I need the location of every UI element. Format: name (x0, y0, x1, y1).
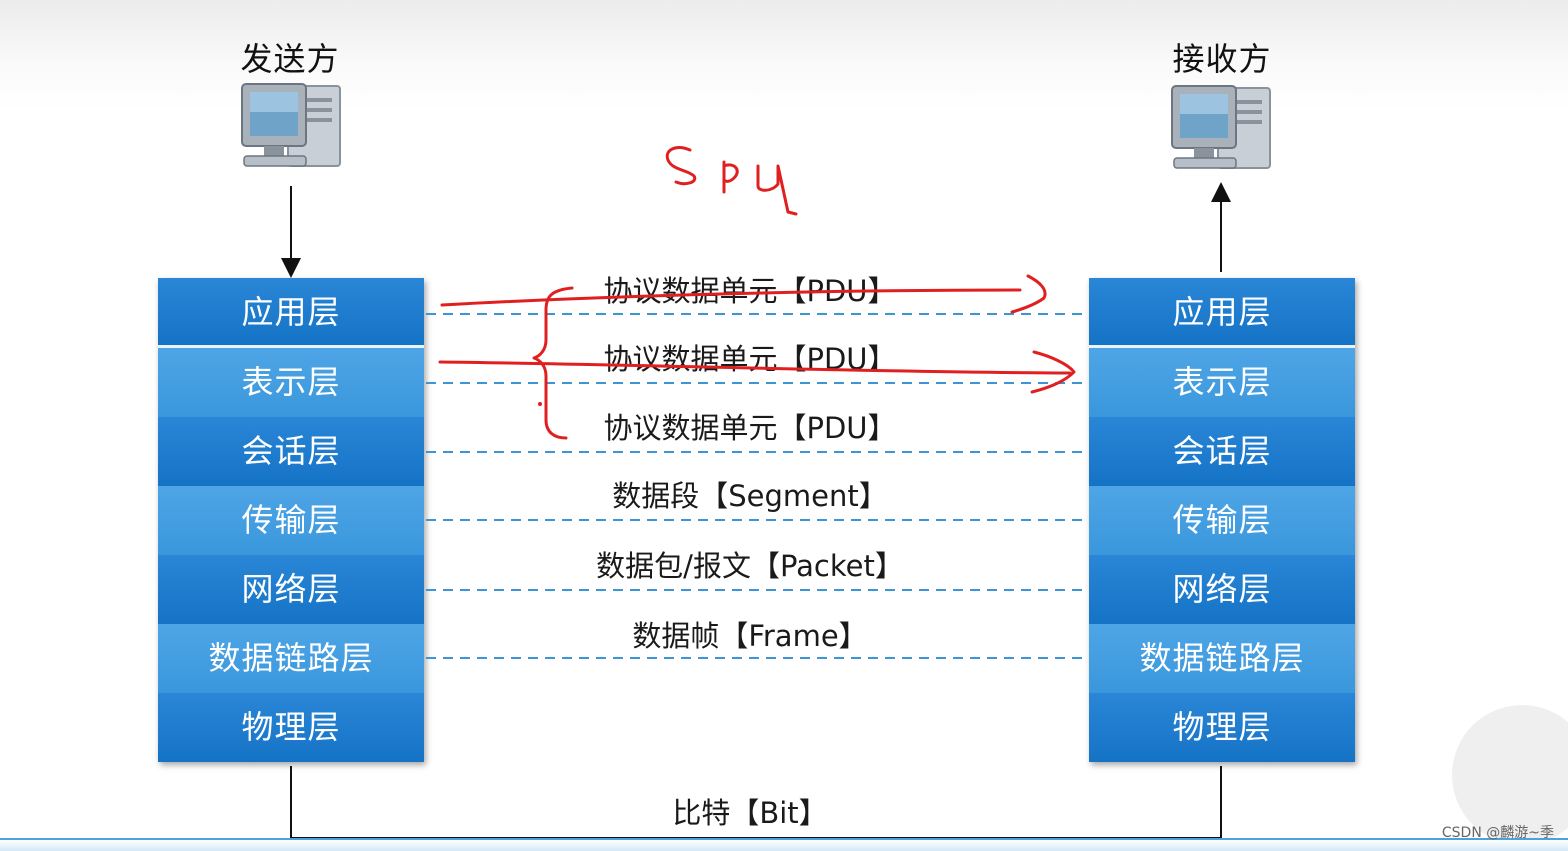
receiver-layer-network: 网络层 (1089, 555, 1355, 624)
unit-label-presentation: 协议数据单元【PDU】 (603, 342, 897, 376)
sender-layer-application: 应用层 (158, 278, 424, 348)
receiver-layer-data-link: 数据链路层 (1089, 624, 1355, 693)
sender-computer-icon (241, 83, 341, 167)
receiver-layer-presentation: 表示层 (1089, 348, 1355, 417)
receiver-layer-session: 会话层 (1089, 417, 1355, 486)
receiver-title: 接收方 (1172, 40, 1272, 78)
unit-label-data-link: 数据帧【Frame】 (632, 619, 868, 653)
sender-layer-session: 会话层 (158, 417, 424, 486)
unit-label-session: 协议数据单元【PDU】 (603, 411, 897, 445)
receiver-layer-physical: 物理层 (1089, 693, 1355, 762)
sender-layer-stack: 应用层 表示层 会话层 传输层 网络层 数据链路层 物理层 (158, 278, 424, 762)
sender-layer-presentation: 表示层 (158, 348, 424, 417)
unit-label-transport: 数据段【Segment】 (612, 479, 888, 513)
bottom-band (0, 838, 1568, 851)
receiver-layer-application: 应用层 (1089, 278, 1355, 348)
unit-label-application: 协议数据单元【PDU】 (603, 274, 897, 308)
sender-layer-network: 网络层 (158, 555, 424, 624)
unit-label-network: 数据包/报文【Packet】 (596, 549, 904, 583)
sender-layer-data-link: 数据链路层 (158, 624, 424, 693)
unit-label-physical: 比特【Bit】 (672, 796, 828, 830)
receiver-computer-icon (1171, 85, 1271, 169)
receiver-layer-transport: 传输层 (1089, 486, 1355, 555)
sender-title: 发送方 (240, 40, 340, 78)
sender-layer-transport: 传输层 (158, 486, 424, 555)
receiver-layer-stack: 应用层 表示层 会话层 传输层 网络层 数据链路层 物理层 (1089, 278, 1355, 762)
sender-layer-physical: 物理层 (158, 693, 424, 762)
watermark-text: CSDN @麟游~季 (1441, 825, 1554, 841)
corner-overlay-blob (1452, 705, 1568, 845)
